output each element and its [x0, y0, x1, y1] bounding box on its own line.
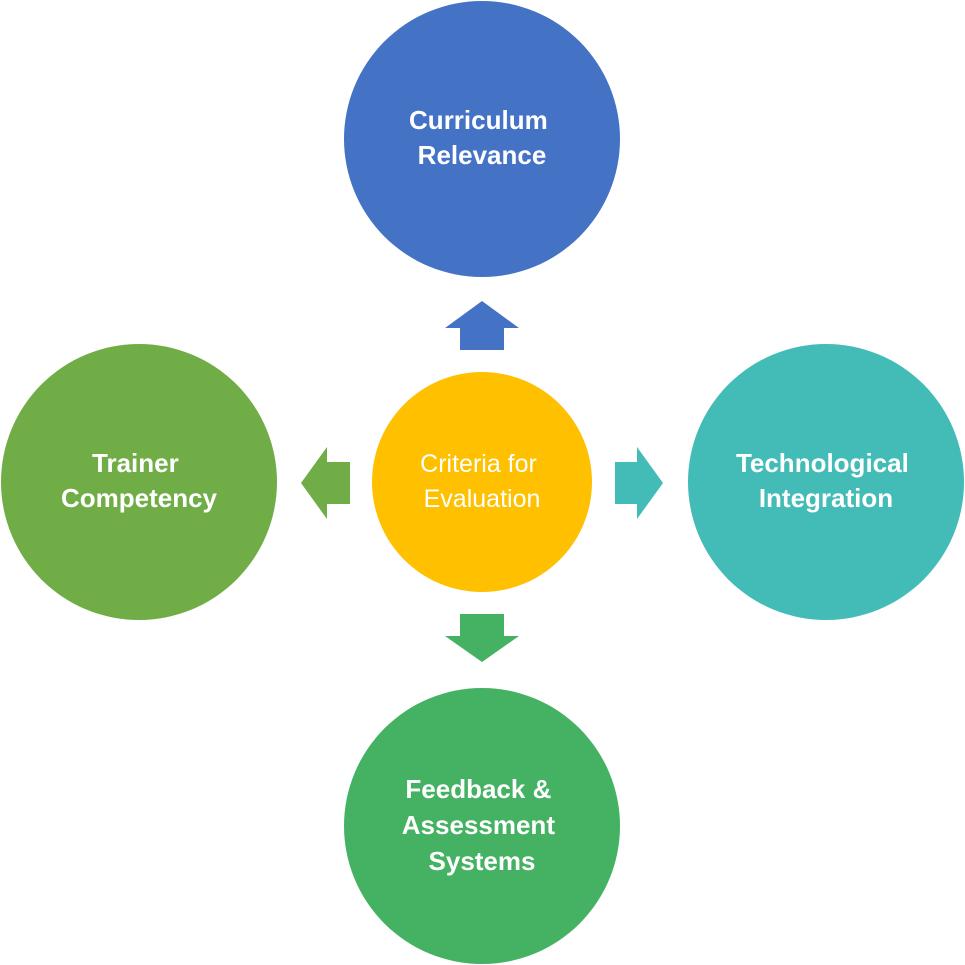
arrow-down-to-feedback	[445, 614, 519, 662]
node-circle	[688, 344, 964, 620]
node-circle	[344, 1, 620, 277]
center-label-line: Criteria for	[420, 450, 537, 478]
node-label-line: Feedback &	[405, 774, 551, 804]
node-label-line: Relevance	[418, 140, 547, 170]
node-label-line: Systems	[429, 846, 536, 876]
node-curriculum-relevance: Curriculum Relevance	[344, 1, 620, 277]
arrow-left-to-trainer	[301, 447, 350, 519]
node-label-line: Curriculum	[409, 105, 548, 135]
node-technological-integration: Technological Integration	[688, 344, 964, 620]
node-label: Curriculum Relevance	[409, 105, 555, 170]
center-label-line: Evaluation	[424, 485, 541, 513]
node-feedback-assessment-systems: Feedback & Assessment Systems	[344, 688, 620, 964]
node-circle	[344, 688, 620, 964]
node-criteria-for-evaluation: Criteria for Evaluation	[372, 372, 592, 592]
node-label: Feedback & Assessment Systems	[402, 774, 562, 876]
node-trainer-competency: Trainer Competency	[1, 344, 277, 620]
node-circle	[1, 344, 277, 620]
node-label-line: Competency	[61, 483, 218, 513]
node-label-line: Technological	[736, 448, 909, 478]
node-label: Trainer Competency	[61, 448, 218, 513]
center-label: Criteria for Evaluation	[420, 450, 544, 513]
arrow-right-to-technological	[615, 447, 663, 519]
center-circle	[372, 372, 592, 592]
node-label-line: Integration	[759, 483, 893, 513]
node-label-line: Trainer	[92, 448, 179, 478]
arrow-up-to-curriculum	[445, 301, 519, 350]
node-label: Technological Integration	[736, 448, 916, 513]
node-label-line: Assessment	[402, 810, 556, 840]
